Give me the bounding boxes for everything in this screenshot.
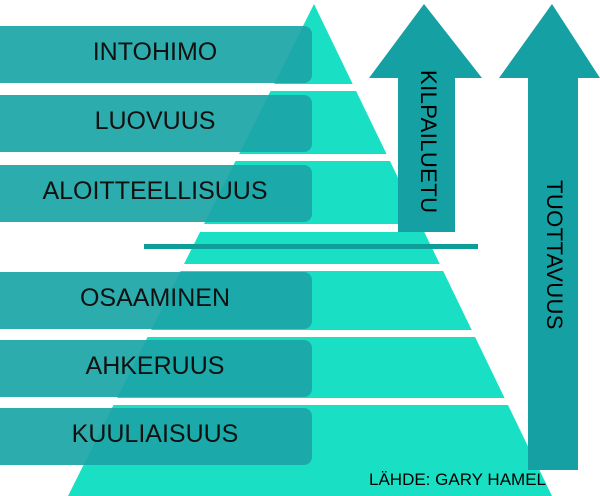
tier-label-aloitteellisuus: ALOITTEELLISUUS	[42, 177, 268, 205]
tier-band-kuuliaisuus	[0, 408, 312, 465]
productivity-arrow	[499, 4, 600, 470]
tier-band-ahkeruus	[0, 340, 312, 397]
tier-label-osaaminen: OSAAMINEN	[79, 284, 231, 312]
competitive-advantage-arrow	[369, 4, 482, 232]
tier-separator	[0, 224, 600, 232]
tier-label-ahkeruus: AHKERUUS	[85, 352, 225, 380]
tier-band-luovuus	[0, 95, 312, 152]
tier-bands	[0, 26, 312, 465]
tier-band-intohimo	[0, 26, 312, 83]
tier-label-intohimo: INTOHIMO	[92, 38, 218, 66]
tier-separator	[0, 84, 600, 91]
competitive-advantage-label: KILPAILUETU	[416, 70, 441, 214]
source-caption: LÄHDE: GARY HAMEL	[369, 470, 546, 489]
tier-separator	[0, 154, 600, 161]
divider-line	[144, 244, 478, 249]
productivity-label: TUOTTAVUUS	[542, 180, 567, 330]
tier-separators	[0, 84, 600, 405]
tier-band-aloitteellisuus	[0, 165, 312, 222]
tier-separator	[0, 264, 600, 271]
tier-separator	[0, 330, 600, 337]
tier-band-osaaminen	[0, 272, 312, 329]
tier-label-luovuus: LUOVUUS	[94, 107, 216, 135]
tier-label-kuuliaisuus: KUULIAISUUS	[71, 420, 239, 448]
tier-separator	[0, 398, 600, 405]
